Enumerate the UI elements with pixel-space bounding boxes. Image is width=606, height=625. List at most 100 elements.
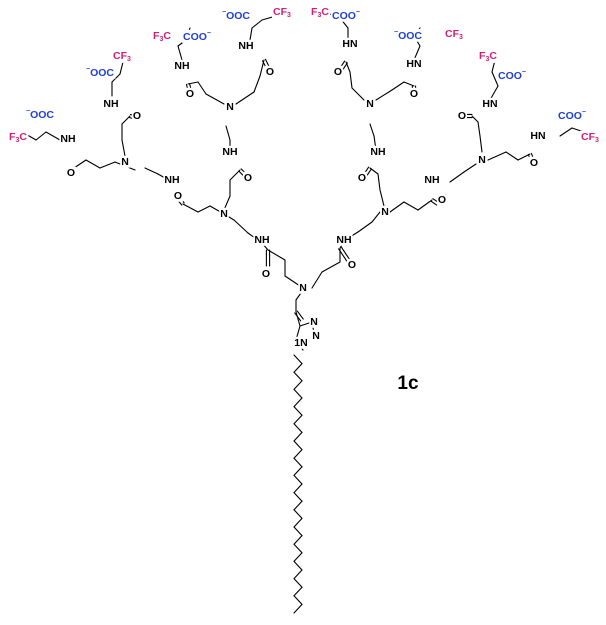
trifluoromethyl-group: F3C [9,131,27,144]
carbonyl-oxygen: O [186,88,194,100]
carbonyl-oxygen: O [348,259,356,271]
atom-label-background [529,129,547,142]
carbonyl-bond [342,62,348,70]
atom-label-background [335,233,353,246]
atom-label-background [310,5,331,19]
hexadecyl-chain [293,457,303,468]
atom-label-background [219,207,229,220]
hexadecyl-chain [293,517,303,528]
carbonyl-oxygen: O [67,167,75,179]
amide-nh: NH [174,60,189,72]
hexadecyl-chain [293,595,303,605]
carbonyl-oxygen: O [266,66,274,78]
hexadecyl-chain [293,354,303,365]
atom-label-background [8,130,29,144]
alanine-chain [111,73,121,83]
alanine-chain [249,27,253,41]
propanoyl-arm [505,151,519,161]
trifluoromethyl-group: CF3 [445,28,463,41]
hexadecyl-chain [293,431,303,442]
triazole-bond [295,311,301,327]
triazole-double [294,312,302,322]
hexadecyl-chain [293,552,303,562]
carboxylate-group: COO− [332,9,360,22]
propanoyl-arm [223,195,231,211]
hexadecyl-chain [293,423,303,433]
amide-hn: HN [406,58,421,70]
atom-label-background [152,29,173,43]
atom-label-background [253,233,271,246]
ethylene-bond [449,171,465,183]
carbonyl-bond [430,200,438,206]
atom-label-background [293,336,309,349]
atom-label-background [309,315,319,328]
hexadecyl-chain [293,492,303,502]
propanoyl-arm [417,199,433,211]
atom-label-background [436,193,448,206]
propanoyl-arm [197,81,207,95]
carbonyl-bond [366,168,372,176]
hexadecyl-chain [293,371,303,382]
triazole-nitrogen: N [310,316,318,328]
amide-nh: NH [336,234,351,246]
propanoyl-arm [471,115,479,123]
hexadecyl-chain [293,500,303,511]
trifluoromethyl-group: CF3 [113,50,131,63]
atom-label-background [59,132,77,145]
amide-nh: NH [370,146,385,158]
propanoyl-arm [73,159,87,169]
hexadecyl-chain [293,474,303,485]
ethylene-bond [369,123,375,137]
propanoyl-arm [487,151,507,161]
carboxylate-group: −OOC [86,66,114,79]
propanoyl-arm [253,75,261,93]
atom-label-background [272,5,293,19]
compound-label: 1c [397,373,419,394]
trifluoromethyl-group: CF3 [273,6,291,19]
hexadecyl-chain [293,578,303,588]
alanine-chain [45,131,61,141]
trifluoromethyl-group: F3C [153,30,171,43]
atom-label-background [444,27,465,41]
propanoyl-arm [229,169,241,181]
propanoyl-arm [182,203,199,213]
carbonyl-oxygen: O [262,268,270,280]
carboxylate-group: −OOC [394,29,422,42]
ethylene-bond [225,125,231,141]
propanoyl-arm [403,81,415,87]
nitrogen-atom: N [478,154,486,166]
atom-label-background [237,39,255,52]
propanoyl-arm [99,161,116,169]
atom-label-background [24,107,56,121]
propanoyl-arm [351,87,365,101]
hexadecyl-chain [293,509,303,519]
hexadecyl-chain [293,569,303,580]
ethylene-bond [357,221,373,233]
amide-nh: NH [103,98,118,110]
atom-label-background [341,37,359,50]
carboxylate-group: −OOC [222,9,250,22]
carbonyl-oxygen: O [530,157,538,169]
hexadecyl-chain [293,406,303,416]
amide-nh: NH [254,234,269,246]
atom-label-background [298,281,308,294]
propanoyl-arm [197,205,211,213]
atom-label-background [481,97,499,110]
carbonyl-oxygen: O [358,172,366,184]
atom-label-background [365,97,375,110]
carbonyl-oxygen: O [410,88,418,100]
atom-label-background [225,100,235,113]
ethylene-bond [371,211,381,223]
atom-label-background [131,109,143,122]
atom-label-background [408,87,420,100]
hexadecyl-chain [293,414,303,425]
propanoyl-arm [321,261,341,273]
atom-label-background [330,8,362,22]
amide-hn: HN [482,98,497,110]
atom-label-background [369,145,387,158]
amide-nh: NH [424,174,439,186]
alanine-chain [413,45,421,61]
atom-label-background [556,108,588,122]
propanoyl-arm [403,201,419,211]
